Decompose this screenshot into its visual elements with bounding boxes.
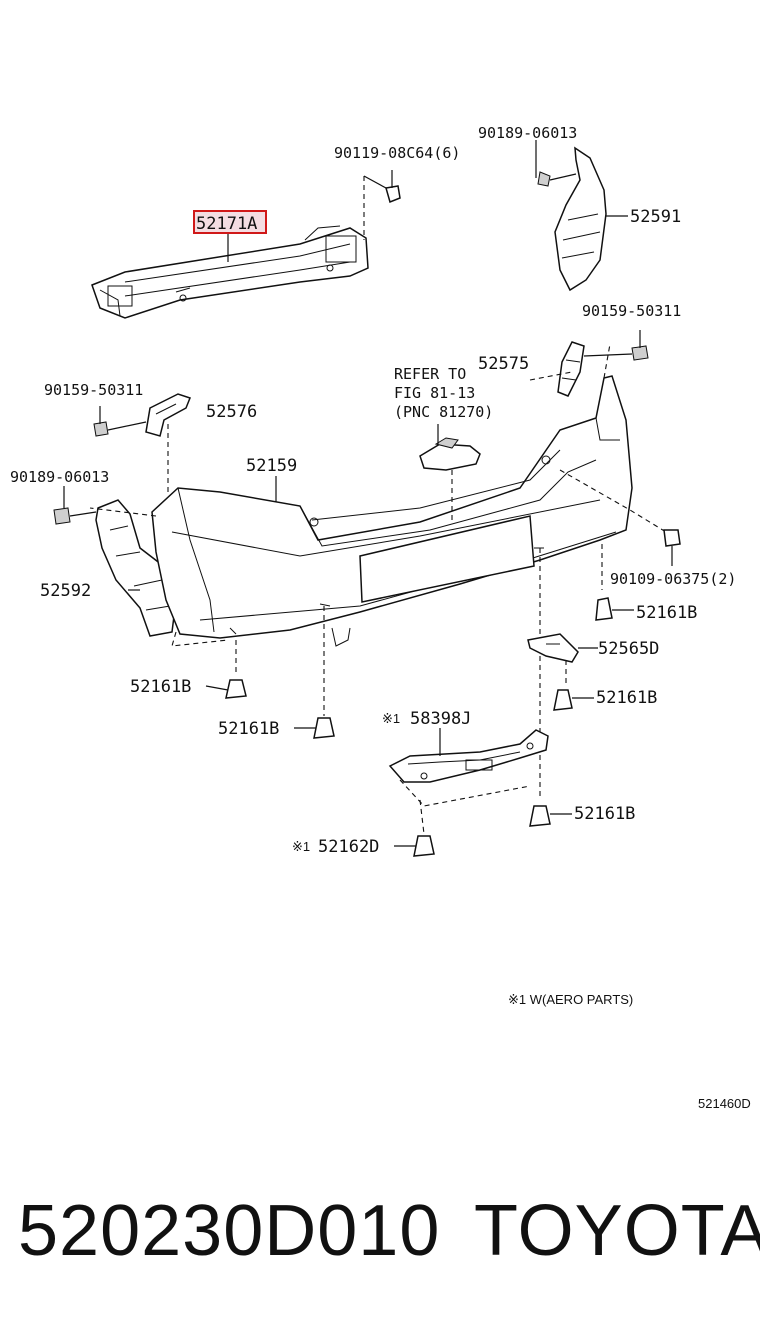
callout-52161B-1[interactable]: 52161B (636, 603, 697, 623)
callout-90189-top[interactable]: 90189-06013 (478, 124, 577, 142)
callout-90159-left[interactable]: 90159-50311 (44, 381, 143, 399)
aero-parts-note: ※1 W(AERO PARTS) (508, 992, 633, 1007)
callout-refer-line-3: (PNC 81270) (394, 403, 493, 421)
callout-90119[interactable]: 90119-08C64(6) (334, 144, 460, 162)
highlight-box (193, 210, 267, 234)
callout-90109[interactable]: 90109-06375(2) (610, 570, 736, 588)
leader-lines (128, 215, 628, 591)
callout-90189-left[interactable]: 90189-06013 (10, 468, 109, 486)
retainer-52576-drawing (93, 393, 191, 437)
bumper-reinforcement-drawing (91, 225, 369, 319)
callout-52162D[interactable]: 52162D (318, 837, 379, 857)
callout-mark-58398J: ※1 (382, 711, 400, 726)
callout-52591[interactable]: 52591 (630, 207, 681, 227)
clip-52161B-1-drawing (595, 597, 634, 621)
callout-refer-line-1: REFER TO (394, 365, 466, 383)
callout-52161B-4[interactable]: 52161B (218, 719, 279, 739)
brand-name: TOYOTA (474, 1191, 760, 1271)
callout-refer-line-2: FIG 81-13 (394, 384, 475, 402)
bolt-90109-drawing (663, 529, 681, 566)
clip-52161B-5-drawing (529, 805, 572, 827)
undercover-58398J-drawing (388, 728, 549, 783)
callout-52575[interactable]: 52575 (478, 354, 529, 374)
callout-52576[interactable]: 52576 (206, 402, 257, 422)
callout-52159[interactable]: 52159 (246, 456, 297, 476)
bumper-cover-52159-drawing (151, 375, 633, 647)
callout-90159-right[interactable]: 90159-50311 (582, 302, 681, 320)
clip-52161B-3-drawing (294, 717, 335, 739)
footer: 520230D010 TOYOTA (0, 1190, 760, 1280)
figure-code: 521460D (698, 1096, 751, 1111)
callout-52565D[interactable]: 52565D (598, 639, 659, 659)
callout-52171A[interactable]: 52171A (196, 214, 257, 234)
clip-52161B-4-drawing (553, 689, 594, 711)
license-lamp-drawing (419, 424, 481, 524)
clip-52161B-2-drawing (205, 679, 247, 699)
bolt-90119-drawing (363, 170, 401, 240)
guide-lines (89, 343, 667, 835)
callout-52161B-2[interactable]: 52161B (130, 677, 191, 697)
retainer-52575-drawing (557, 330, 649, 397)
callout-mark-52162D: ※1 (292, 839, 310, 854)
part-number: 520230D010 (18, 1191, 441, 1271)
callout-52592[interactable]: 52592 (40, 581, 91, 601)
callout-52161B-3[interactable]: 52161B (596, 688, 657, 708)
retainer-52591-drawing (535, 140, 607, 292)
callout-58398J[interactable]: 58398J (410, 709, 471, 729)
callout-52161B-5[interactable]: 52161B (574, 804, 635, 824)
retainer-52592-drawing (53, 486, 177, 637)
clip-52565D-drawing (527, 633, 598, 663)
clip-52162D-drawing (394, 835, 435, 857)
